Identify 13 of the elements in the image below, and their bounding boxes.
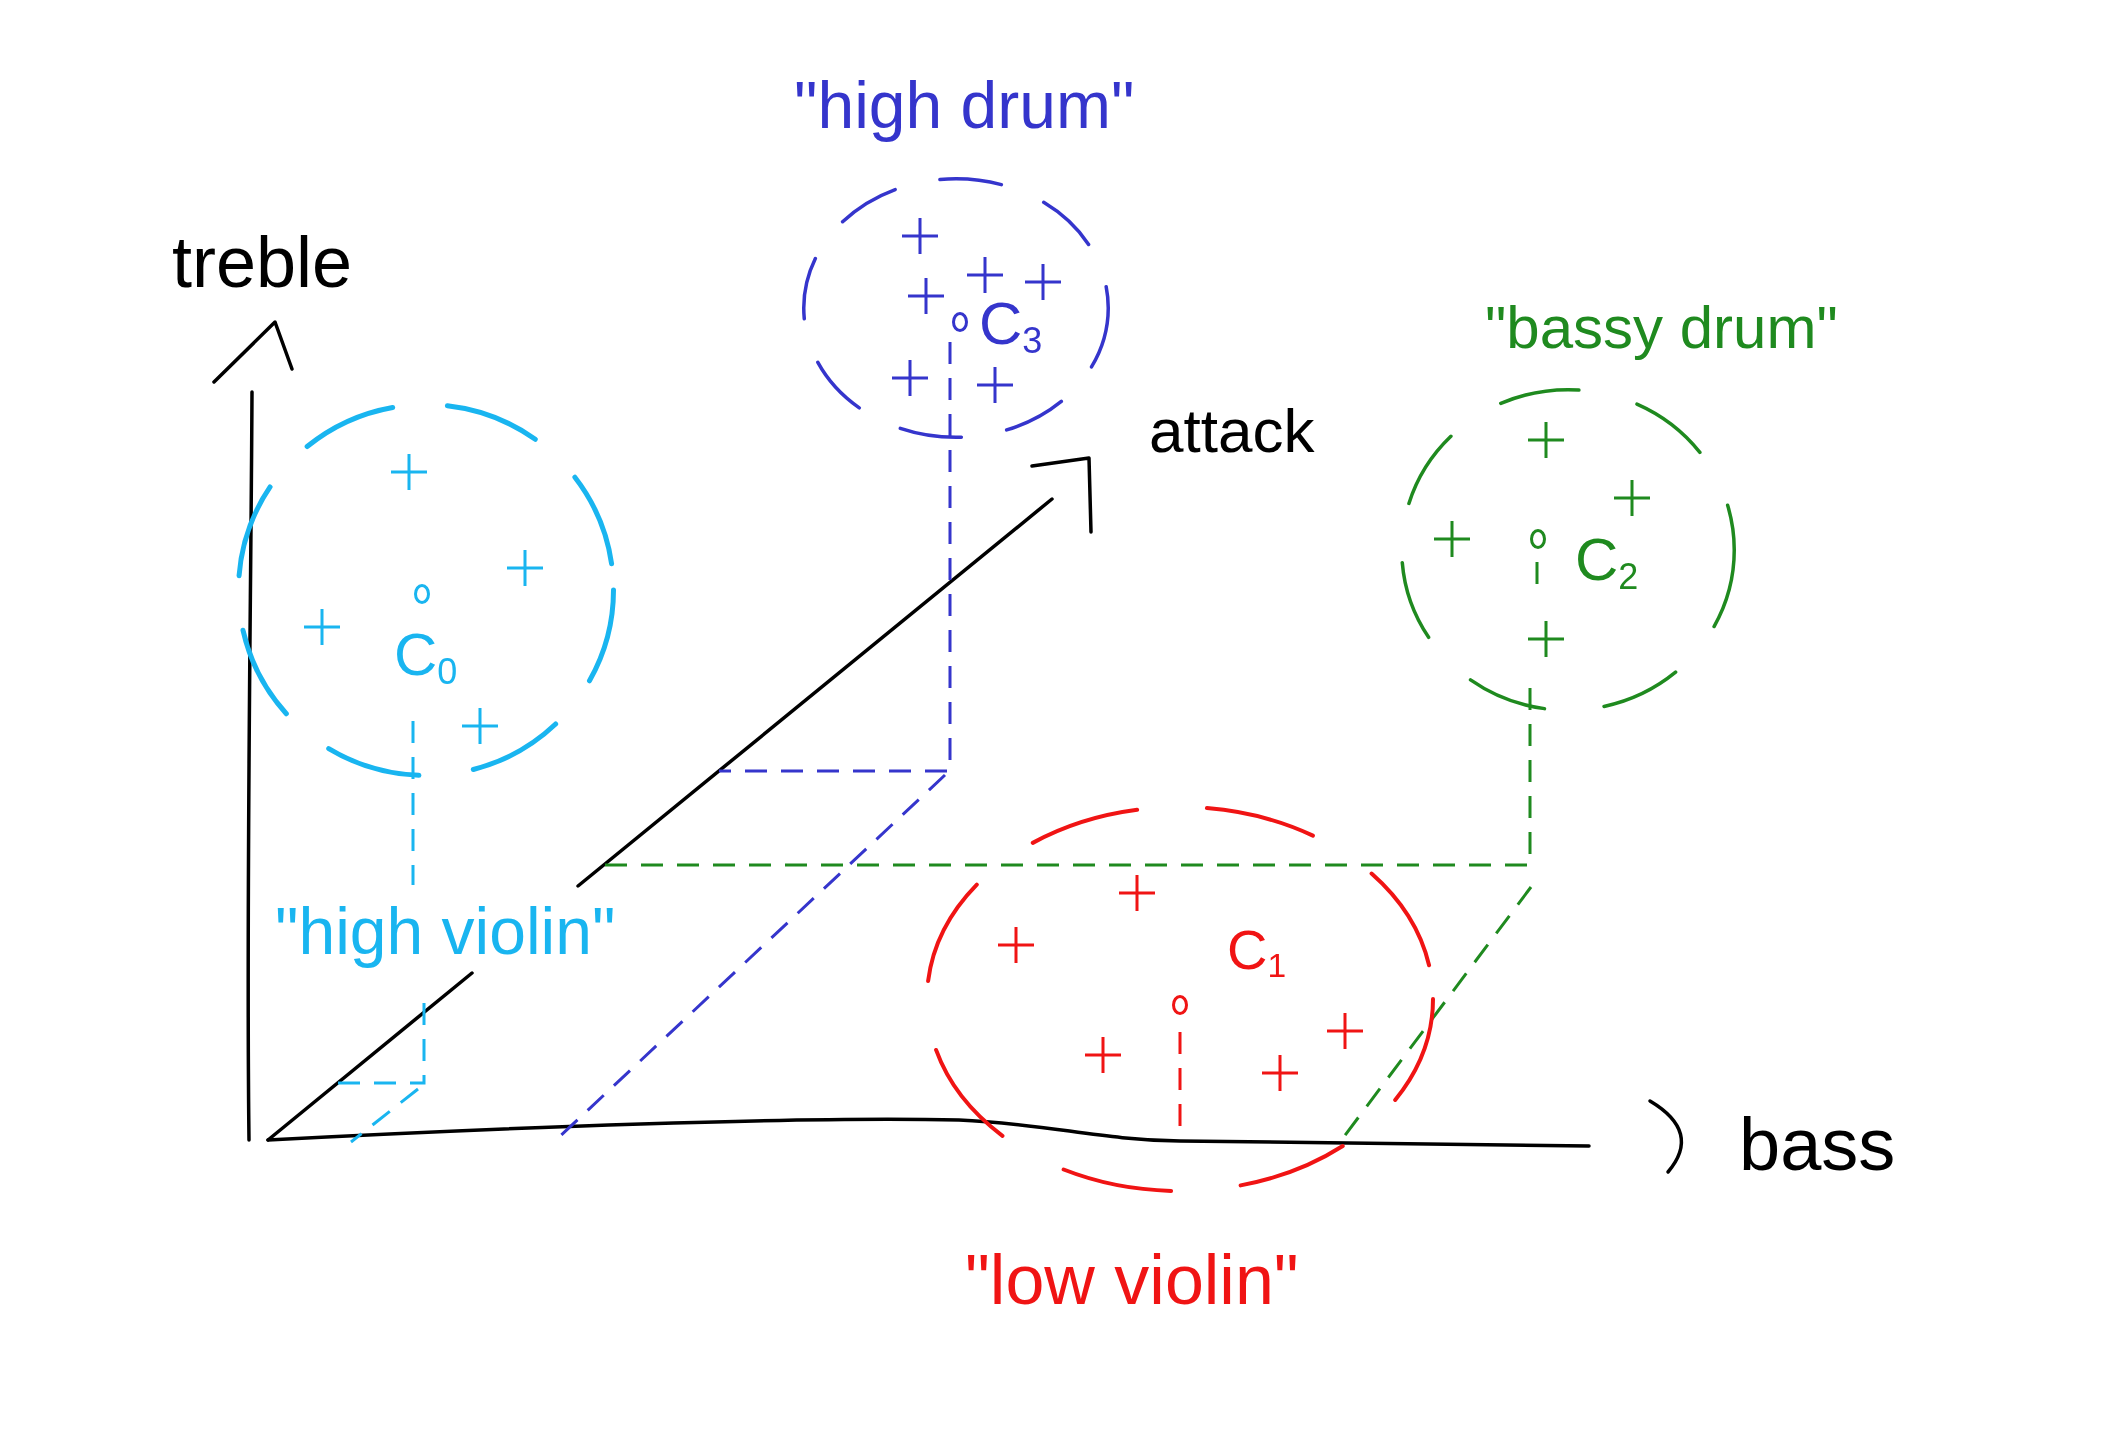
centroid-label: C$_{1}$ xyxy=(1227,922,1287,978)
cluster-label: "bassy drum" xyxy=(1485,298,1838,358)
cluster-label: "low violin" xyxy=(965,1245,1299,1315)
dashed-circle xyxy=(1400,388,1736,712)
centroid-label: C$_{2}$ xyxy=(1575,530,1639,590)
axis-label: attack xyxy=(1149,400,1315,462)
dashed-circle xyxy=(925,805,1435,1193)
axis-label: bass xyxy=(1739,1108,1896,1182)
centroid-label: C$_{0}$ xyxy=(394,625,458,685)
dashed-circle xyxy=(236,402,616,778)
centroid-label: C$_{3}$ xyxy=(979,294,1043,354)
axis-label: treble xyxy=(172,226,353,298)
dashed-circle xyxy=(802,177,1110,439)
